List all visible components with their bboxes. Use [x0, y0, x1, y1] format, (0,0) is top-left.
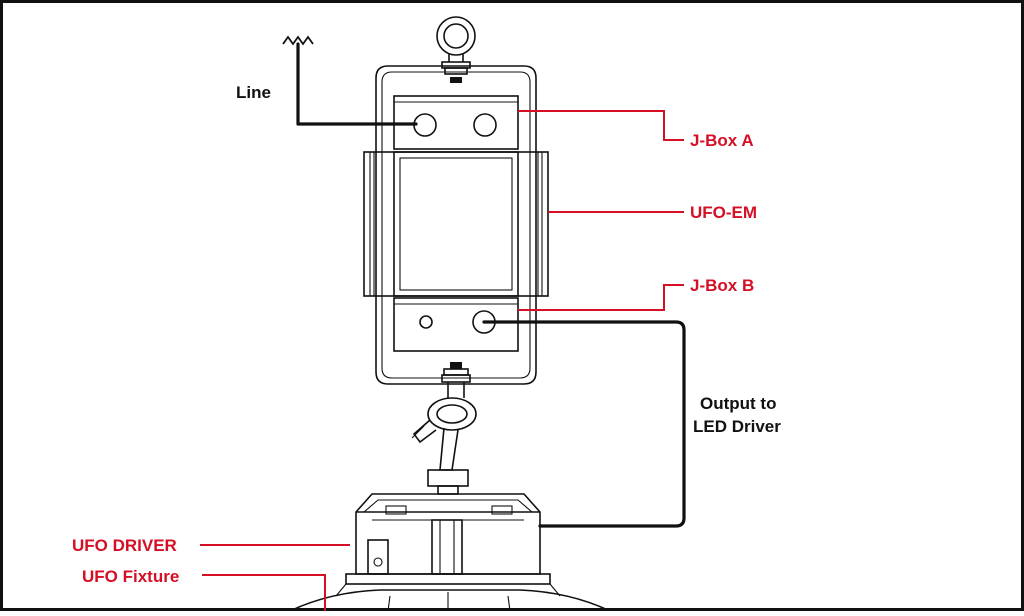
mounting-bracket — [375, 65, 537, 385]
jbox-a-label: J-Box A — [690, 131, 754, 150]
ufo-fixture-label: UFO Fixture — [82, 567, 179, 586]
jbox-a-leader — [518, 110, 684, 141]
ufo-em-label: UFO-EM — [690, 203, 757, 222]
jbox-b-leader — [518, 284, 684, 311]
output-label-line2: LED Driver — [693, 417, 781, 436]
ufo-fixture-leader — [202, 574, 326, 611]
line-label: Line — [236, 83, 271, 102]
lower-coupling — [441, 362, 471, 398]
ufo-em-unit — [363, 151, 549, 297]
line-supply-symbol-icon — [282, 35, 314, 46]
jbox-b-label: J-Box B — [690, 276, 754, 295]
ufo-driver-label: UFO DRIVER — [72, 536, 177, 555]
output-label-line1: Output to — [700, 394, 776, 413]
jbox-b — [393, 297, 519, 352]
output-wire — [482, 320, 686, 528]
ufo-driver-housing — [355, 493, 541, 575]
top-eye-bolt — [436, 16, 476, 83]
line-wire — [282, 35, 418, 126]
ufo-fixture-base — [289, 573, 611, 612]
